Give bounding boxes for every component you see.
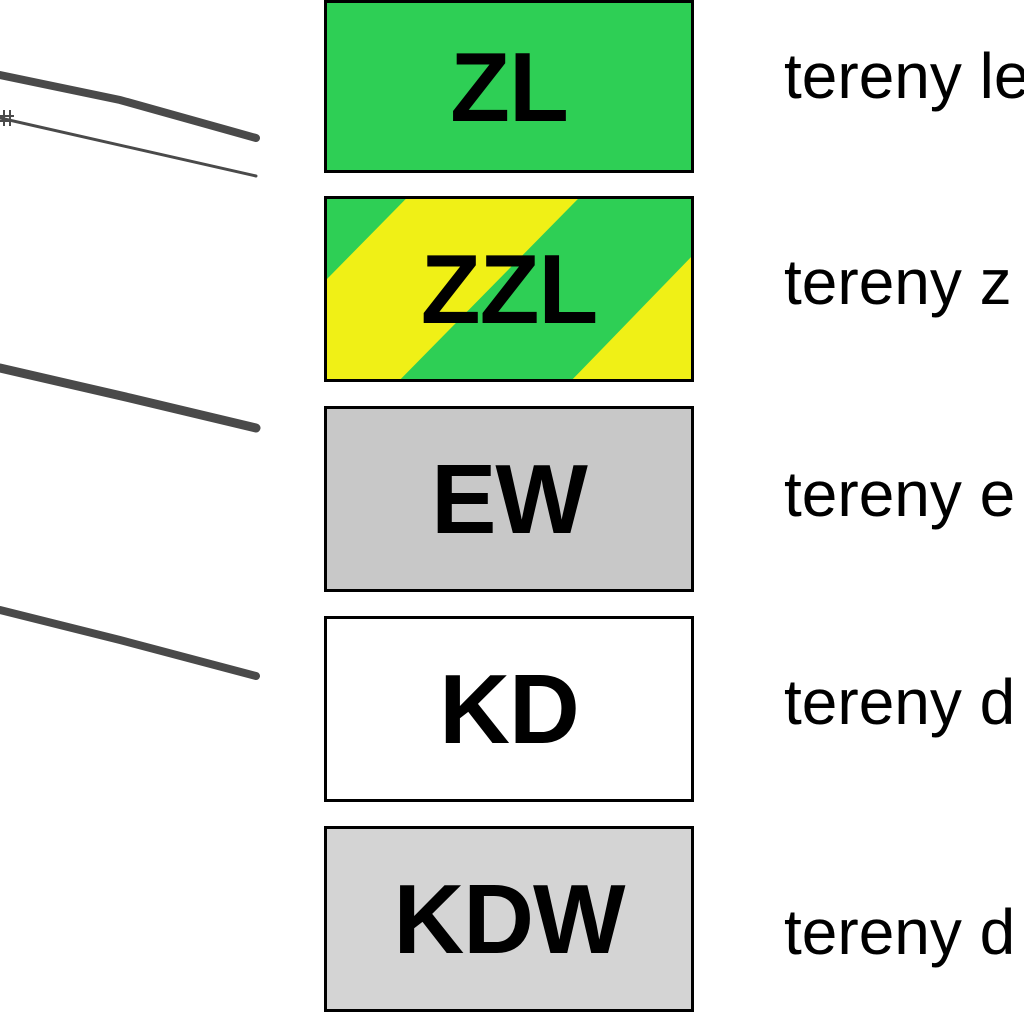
legend-description: tereny le <box>784 40 1024 112</box>
legend-swatch-fill <box>327 3 691 170</box>
legend-swatch-ew: EW <box>324 406 694 592</box>
legend-code: ZL <box>450 31 569 142</box>
map-line-road-2 <box>0 116 258 178</box>
legend-description: tereny d <box>784 666 1016 738</box>
legend-description: tereny e <box>784 458 1016 530</box>
legend-description: tereny z <box>784 246 1012 318</box>
legend-swatch-kdw: KDW <box>324 826 694 1012</box>
legend-code: EW <box>431 444 588 554</box>
map-tick-mark <box>0 110 14 126</box>
legend-swatch-kd: KD <box>324 616 694 802</box>
map-line-road-4 <box>0 606 260 680</box>
legend-code: KD <box>439 654 580 764</box>
legend-swatch-zl: ZL <box>324 0 694 173</box>
legend-swatch-fill <box>327 619 691 799</box>
legend-code: KDW <box>393 864 625 974</box>
map-fragment <box>0 71 261 680</box>
legend-description: tereny d <box>784 896 1016 968</box>
legend-swatch-striped-fill <box>327 199 691 379</box>
legend-swatch-fill <box>327 829 691 1009</box>
legend-swatch-zzl: ZZL <box>324 196 694 382</box>
legend-swatch-fill <box>327 409 691 589</box>
legend-code: ZZL <box>420 234 599 344</box>
map-line-road-3 <box>0 363 261 433</box>
map-line-road-1 <box>0 71 260 142</box>
